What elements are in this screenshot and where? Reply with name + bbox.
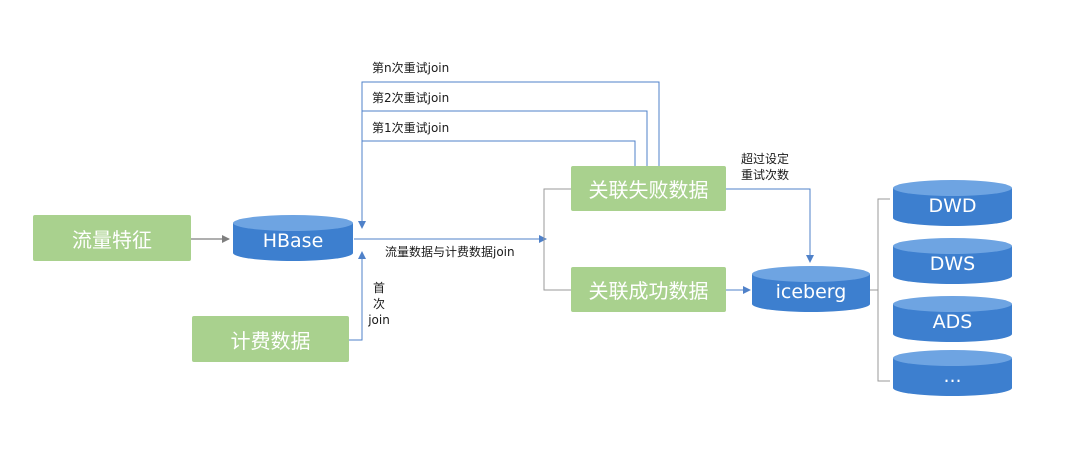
traffic-features-label: 流量特征 [72,227,152,252]
join-success-label: 关联成功数据 [588,279,709,303]
first-join-char-3: join [368,313,390,327]
retry-2-label: 第2次重试join [372,91,450,105]
traffic-billing-join-label: 流量数据与计费数据join [385,245,515,259]
layers-bracket [877,198,890,382]
more-label: ... [943,365,962,387]
retry-n-label: 第n次重试join [372,61,450,75]
edge-split-bracket [543,188,571,291]
exceed-retries-label-1: 超过设定 [741,152,790,166]
hbase-label: HBase [262,230,324,252]
edge-retry-2 [362,110,648,166]
more-cylinder: ... [893,350,1012,396]
join-success-box: 关联成功数据 [571,267,726,312]
hbase-cylinder: HBase [233,215,353,261]
dws-label: DWS [929,253,976,275]
iceberg-label: iceberg [775,281,847,303]
edge-billing-first-join [349,251,366,341]
join-failed-label: 关联失败数据 [588,178,709,202]
first-join-label: 首 次 join [364,280,394,328]
ads-label: ADS [932,311,973,333]
billing-data-label: 计费数据 [230,328,311,353]
dws-cylinder: DWS [893,238,1012,284]
first-join-char-1: 首 [372,281,385,295]
first-join-char-2: 次 [372,297,385,311]
traffic-features-box: 流量特征 [33,215,191,261]
billing-data-box: 计费数据 [192,316,349,362]
join-failed-box: 关联失败数据 [571,166,726,211]
edge-retry-n [361,81,660,166]
ads-cylinder: ADS [893,296,1012,342]
iceberg-cylinder: iceberg [752,266,870,312]
dwd-label: DWD [928,195,977,217]
edge-retry-1 [358,140,636,229]
exceed-retries-label-2: 重试次数 [741,168,790,182]
edge-failed-to-iceberg [726,188,814,263]
dwd-cylinder: DWD [893,180,1012,226]
retry-1-label: 第1次重试join [372,121,450,135]
